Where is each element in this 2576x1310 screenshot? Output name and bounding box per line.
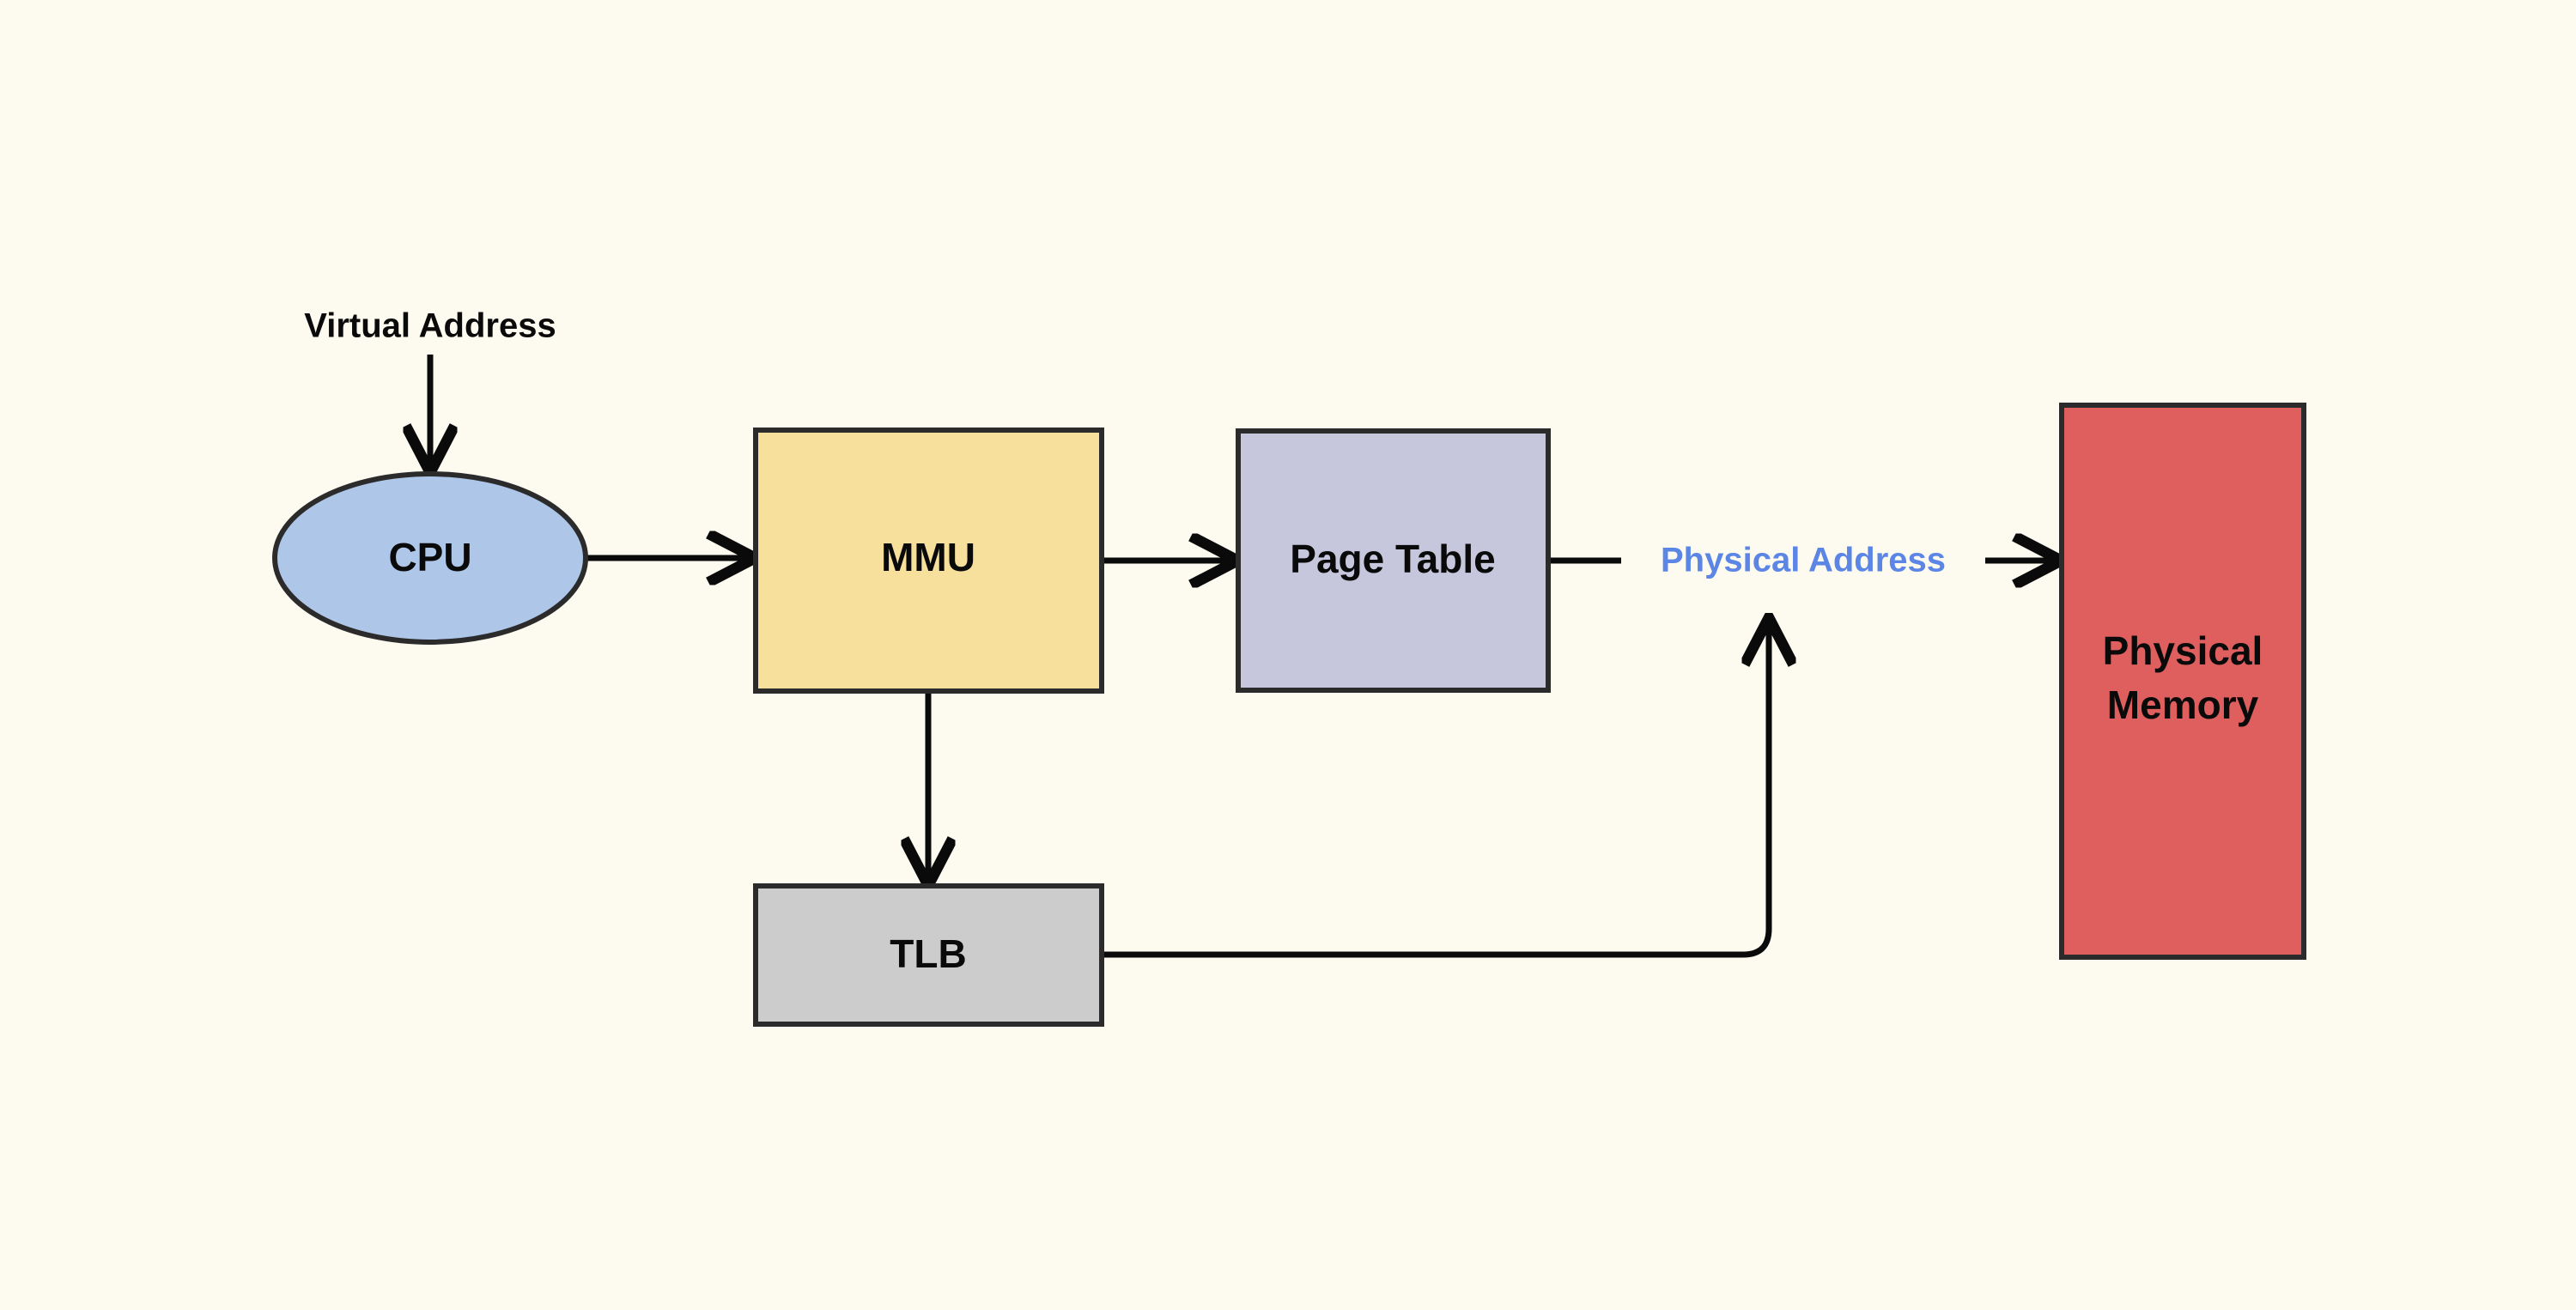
tlb-rect[interactable] <box>753 883 1104 1027</box>
node-mmu[interactable]: MMU <box>753 428 1104 694</box>
physical-memory-rect[interactable] <box>2059 403 2306 960</box>
page-table-label: Page Table <box>1290 537 1495 581</box>
node-tlb[interactable]: TLB <box>753 883 1104 1027</box>
physical-address-label: Physical Address <box>1661 542 1946 579</box>
cpu-label: CPU <box>388 535 471 579</box>
tlb-label: TLB <box>890 931 966 976</box>
mmu-label: MMU <box>881 535 975 579</box>
node-physical-memory[interactable]: Physical Memory <box>2059 403 2306 960</box>
node-cpu[interactable]: CPU <box>272 471 588 645</box>
physical-memory-label-line1: Physical <box>2103 628 2263 673</box>
mmu-rect[interactable] <box>753 428 1104 694</box>
node-page-table[interactable]: Page Table <box>1236 428 1551 693</box>
edge-tlb-to-physical-address <box>1104 620 1769 958</box>
virtual-address-label: Virtual Address <box>304 307 556 345</box>
cpu-ellipse[interactable] <box>272 471 588 645</box>
page-table-rect[interactable] <box>1236 428 1551 693</box>
physical-memory-label-line2: Memory <box>2107 682 2259 727</box>
